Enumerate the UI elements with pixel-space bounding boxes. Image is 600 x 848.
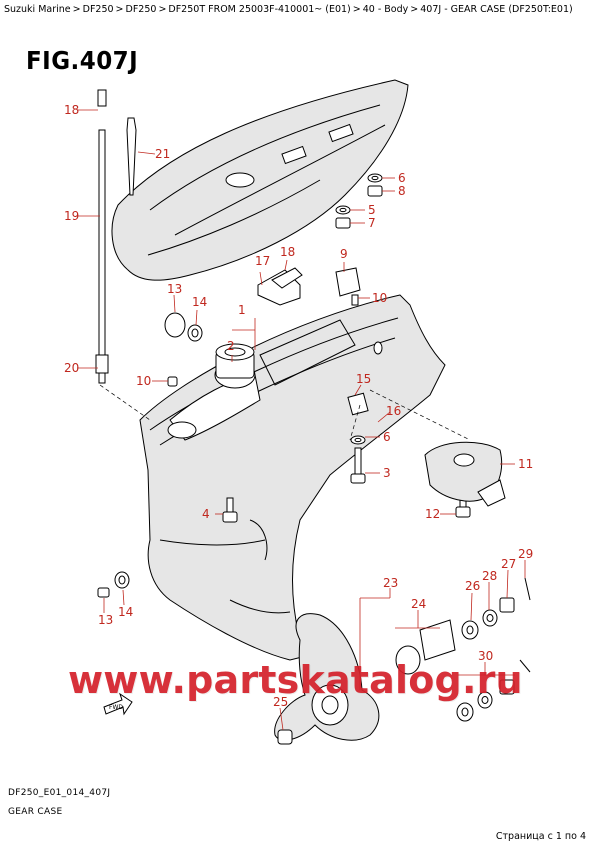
callout-29: 29 xyxy=(518,547,533,561)
rod-drawing xyxy=(95,89,109,384)
callout-10b: 10 xyxy=(136,374,151,388)
callout-3: 3 xyxy=(383,466,391,480)
callout-11: 11 xyxy=(518,457,533,471)
callout-26: 26 xyxy=(465,579,480,593)
leader-lines xyxy=(77,109,526,731)
breadcrumb-item[interactable]: DF250 xyxy=(82,4,114,15)
fwd-label: FWD xyxy=(109,704,123,711)
breadcrumb-item[interactable]: Suzuki Marine xyxy=(4,4,71,15)
callout-18: 18 xyxy=(280,245,295,259)
callout-4: 4 xyxy=(202,507,210,521)
diagram-caption: GEAR CASE xyxy=(8,807,63,817)
fwd-arrow-icon: FWD xyxy=(103,692,133,716)
anode-drawing xyxy=(97,571,130,598)
propeller-drawing xyxy=(274,577,531,745)
callout-24: 24 xyxy=(411,597,426,611)
callout-1: 1 xyxy=(238,303,246,317)
seal-drawing xyxy=(164,312,203,387)
callout-13: 13 xyxy=(167,282,182,296)
callout-9: 9 xyxy=(340,247,348,261)
clips-drawing xyxy=(257,267,361,306)
callout-20: 19 xyxy=(64,209,79,223)
breadcrumb-item[interactable]: DF250 xyxy=(125,4,157,15)
callout-21: 20 xyxy=(64,361,79,375)
callout-6: 6 xyxy=(398,171,406,185)
callout-labels: 18 21 19 20 6 8 5 7 9 10 17 18 13 14 1 2… xyxy=(64,103,533,709)
callout-22: 21 xyxy=(155,147,170,161)
callout-17: 17 xyxy=(255,254,270,268)
callout-14b: 14 xyxy=(118,605,133,619)
diagram-code: DF250_E01_014_407J xyxy=(8,788,111,798)
callout-19: 18 xyxy=(64,103,79,117)
callout-8: 8 xyxy=(398,184,406,198)
callout-25: 25 xyxy=(273,695,288,709)
gear-case-drawing xyxy=(139,294,446,661)
callout-23: 23 xyxy=(383,576,398,590)
breadcrumb-item[interactable]: 40 - Body xyxy=(362,4,409,15)
callout-2: 2 xyxy=(227,339,235,353)
callout-10: 10 xyxy=(372,291,387,305)
callout-28: 28 xyxy=(482,569,497,583)
watermark: www.partskatalog.ru xyxy=(68,658,523,702)
callout-5: 5 xyxy=(368,203,376,217)
pager: Страница с 1 по 4 xyxy=(495,831,586,842)
callout-27: 27 xyxy=(501,557,516,571)
callout-13b: 13 xyxy=(98,613,113,627)
trim-tab-drawing xyxy=(424,441,506,507)
callout-30: 30 xyxy=(478,649,493,663)
callout-15: 15 xyxy=(356,372,371,386)
callout-6b: 6 xyxy=(383,430,391,444)
callout-12: 12 xyxy=(425,507,440,521)
callout-16: 16 xyxy=(386,404,401,418)
breadcrumb: Suzuki Marine>DF250>DF250>DF250T FROM 25… xyxy=(4,4,573,15)
breadcrumb-item-current: 407J - GEAR CASE (DF250T:E01) xyxy=(420,4,573,15)
upper-cover-drawing xyxy=(111,79,409,281)
breadcrumb-item[interactable]: DF250T FROM 25003F-410001~ (E01) xyxy=(168,4,351,15)
callout-14: 14 xyxy=(192,295,207,309)
figure-title: FIG.407J xyxy=(26,46,139,75)
callout-7: 7 xyxy=(368,216,376,230)
